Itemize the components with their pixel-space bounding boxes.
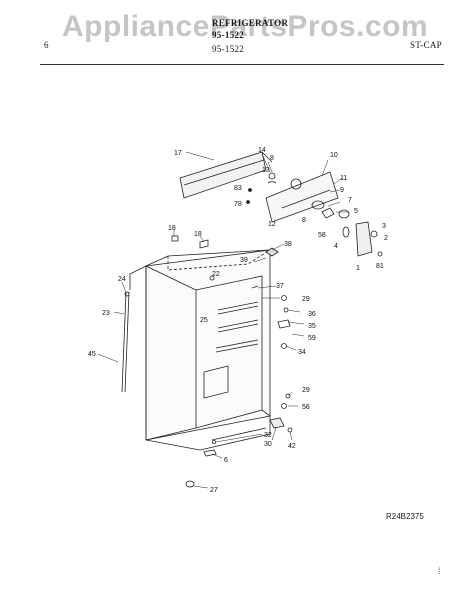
diagram-reference-code: R24B2375 [386, 512, 424, 521]
callout-78: 78 [234, 201, 242, 208]
callout-23: 23 [102, 310, 110, 317]
callout-34: 34 [298, 349, 306, 356]
callout-35: 35 [308, 323, 316, 330]
callout-39: 39 [240, 257, 248, 264]
callout-2: 2 [384, 235, 388, 242]
callout-9: 9 [340, 187, 344, 194]
callout-29: 29 [302, 296, 310, 303]
callout-12: 12 [268, 221, 276, 228]
callout-29-lower: 29 [302, 387, 310, 394]
light-housing-part [321, 207, 383, 257]
callout-56: 56 [302, 404, 310, 411]
header-divider [40, 64, 444, 65]
callout-45: 45 [88, 351, 96, 358]
callout-42: 42 [288, 443, 296, 450]
callout-30: 30 [264, 441, 272, 448]
model-number: 95-1522 [212, 30, 245, 40]
callout-59: 59 [308, 335, 316, 342]
page-title: REFRIGERATOR [212, 18, 289, 28]
callout-11: 11 [340, 175, 347, 182]
callout-18-second: 18 [194, 231, 202, 238]
callout-14: 14 [258, 147, 266, 154]
callout-27: 27 [210, 487, 218, 494]
callout-83: 83 [234, 185, 242, 192]
leader-lines [97, 151, 348, 489]
page-number: 6 [44, 40, 49, 50]
watermark: AppliancePartsPros.com [62, 10, 429, 43]
callout-5: 5 [354, 208, 358, 215]
bottom-hardware [185, 440, 217, 488]
thermostat-part [246, 172, 277, 204]
callout-32: 32 [264, 432, 272, 439]
callout-8-lower: 8 [302, 217, 306, 224]
callout-22: 22 [212, 271, 220, 278]
callout-13: 13 [262, 167, 270, 174]
callout-36: 36 [308, 311, 316, 318]
callout-25: 25 [200, 317, 208, 324]
callout-1: 1 [356, 265, 360, 272]
right-side-hardware [269, 295, 293, 433]
callout-17: 17 [174, 150, 182, 157]
page-subtitle: 95-1522 [212, 44, 245, 54]
callout-38: 38 [284, 241, 292, 248]
callout-6: 6 [224, 457, 228, 464]
callout-24: 24 [118, 276, 126, 283]
callout-10: 10 [330, 152, 338, 159]
left-rail-part [121, 291, 130, 393]
callout-18: 18 [168, 225, 176, 232]
category-label: ST-CAP [410, 40, 442, 50]
top-trim-part [179, 151, 273, 199]
callout-58: 58 [318, 232, 326, 239]
cabinet-liner-part [129, 249, 271, 451]
callout-81: 81 [376, 263, 384, 270]
corner-scribble: ⁞ [438, 566, 441, 576]
callout-3: 3 [382, 223, 386, 230]
callout-8: 8 [270, 155, 274, 162]
control-panel-part [265, 171, 339, 223]
callout-4: 4 [334, 243, 338, 250]
callout-7: 7 [348, 197, 352, 204]
callout-37: 37 [276, 283, 284, 290]
top-hardware [171, 235, 279, 289]
